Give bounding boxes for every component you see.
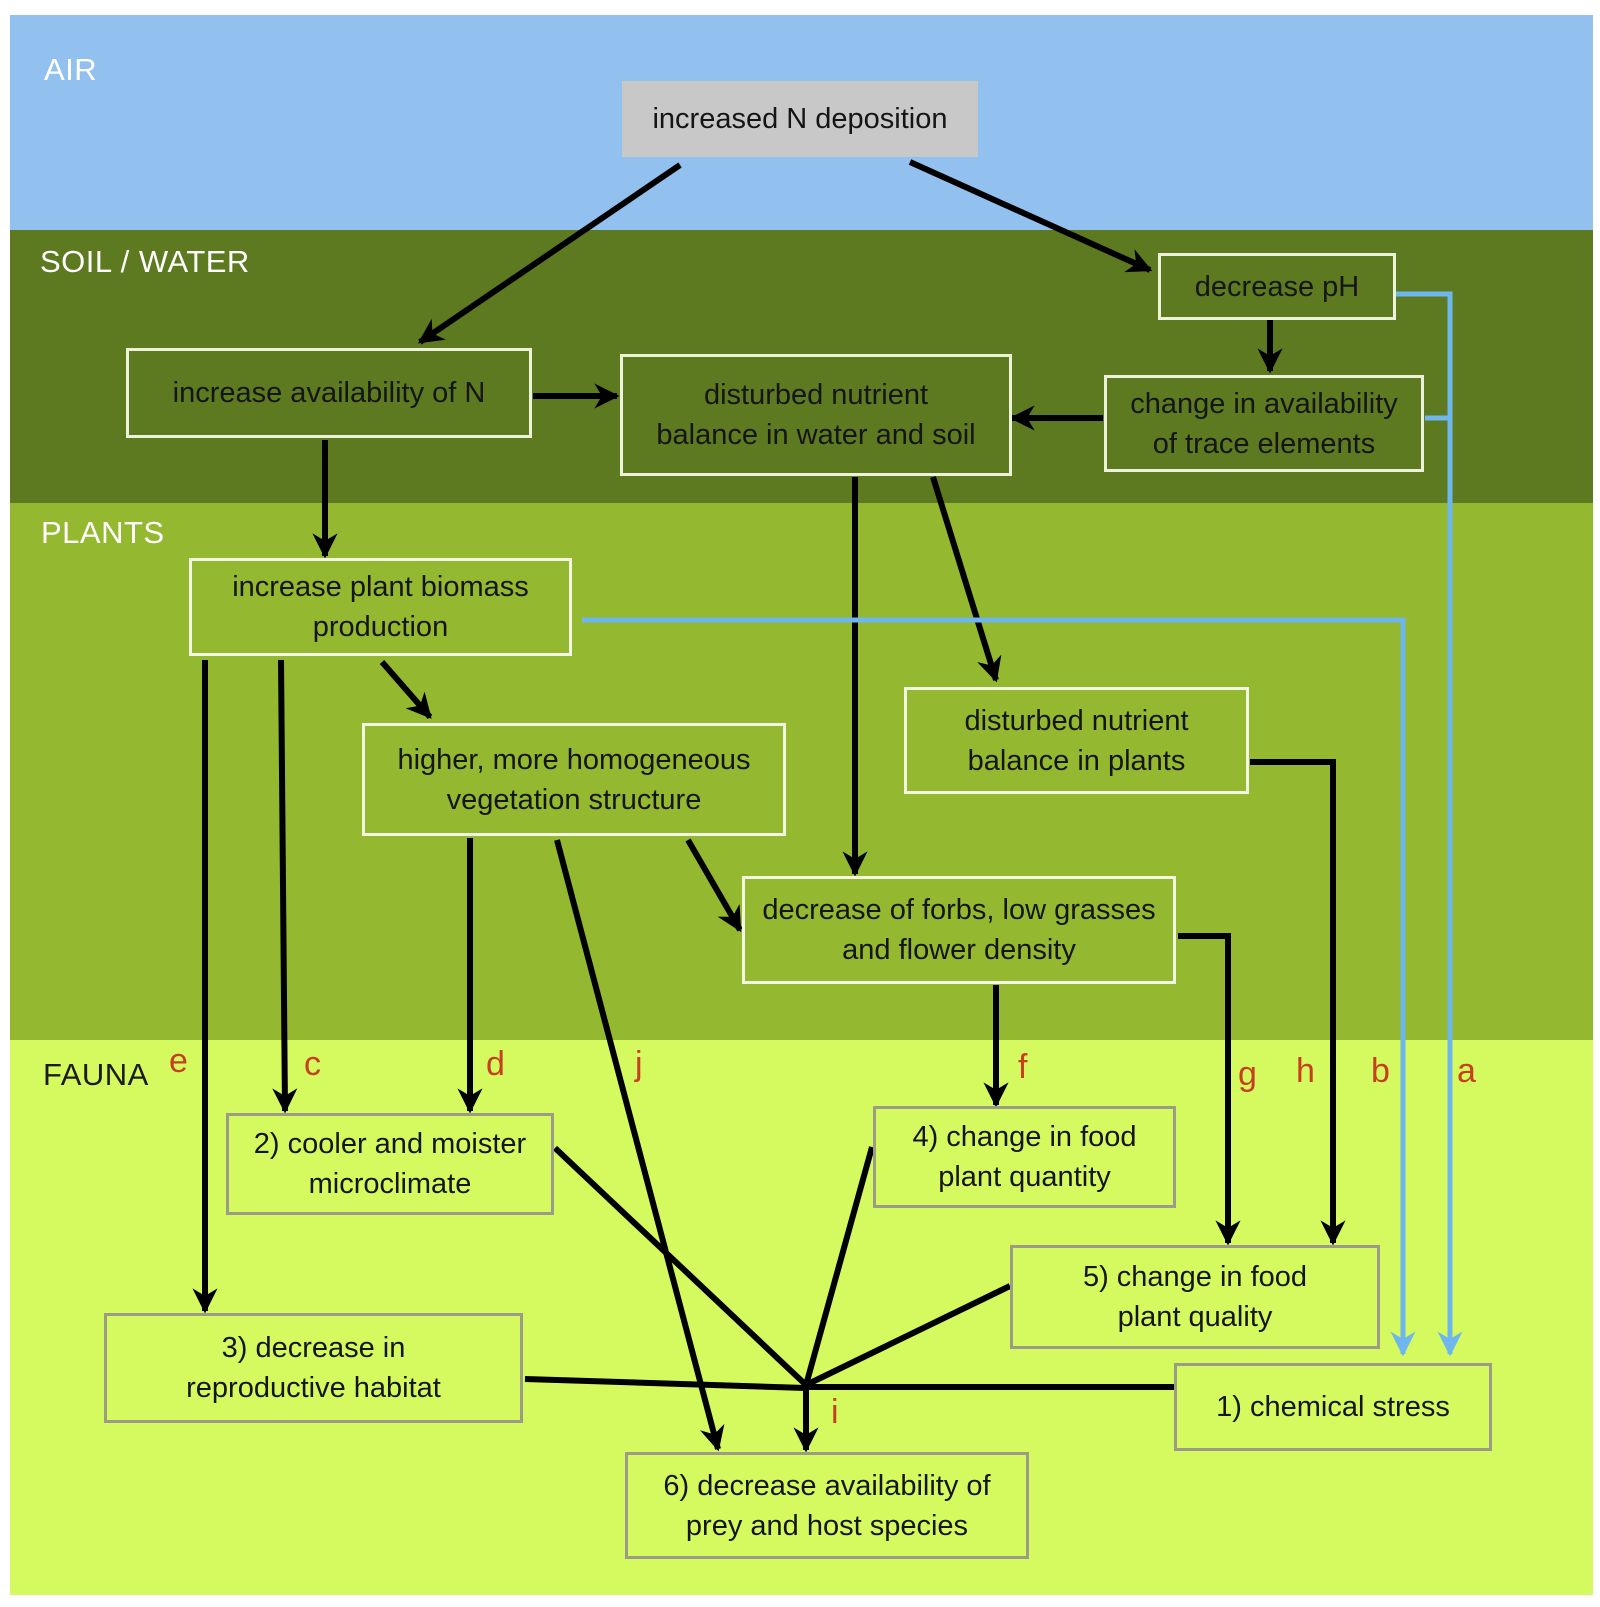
box-increased-n-deposition: increased N deposition [622, 81, 978, 157]
pathway-letter-b: b [1371, 1052, 1390, 1090]
zone-label-plants: PLANTS [41, 515, 165, 550]
pathway-letter-a: a [1457, 1052, 1476, 1090]
box-disturbed-nutrient-plants: disturbed nutrient balance in plants [904, 687, 1249, 794]
box-prey-host-species: 6) decrease availability of prey and hos… [625, 1452, 1029, 1559]
box-decrease-ph: decrease pH [1158, 253, 1396, 320]
link-reproductive-to-i [524, 1376, 807, 1391]
arrow-c [272, 659, 298, 1114]
arrow-g [1178, 933, 1241, 1246]
arrow-deposition-to-ph [908, 159, 1153, 273]
arrow-a [1394, 291, 1463, 1357]
zone-label-fauna: FAUNA [43, 1057, 149, 1092]
box-decrease-forbs: decrease of forbs, low grasses and flowe… [742, 876, 1176, 984]
box-trace-elements: change in availability of trace elements [1104, 375, 1424, 472]
box-increase-biomass: increase plant biomass production [189, 558, 572, 656]
arrow-h [1250, 759, 1346, 1246]
arrow-vegetation-to-forbs [685, 838, 743, 933]
box-food-plant-quality: 5) change in food plant quality [1010, 1245, 1380, 1349]
box-food-plant-quantity: 4) change in food plant quantity [873, 1106, 1176, 1208]
pathway-letter-c: c [304, 1045, 321, 1083]
soil-water-zone [10, 230, 1593, 503]
zone-label-air: AIR [44, 52, 98, 87]
box-microclimate: 2) cooler and moister microclimate [226, 1113, 554, 1215]
pathway-letter-e: e [169, 1042, 188, 1080]
box-chemical-stress: 1) chemical stress [1174, 1363, 1492, 1451]
pathway-letter-d: d [486, 1045, 505, 1083]
link-quality-to-i [804, 1283, 1012, 1388]
pathway-letter-g: g [1238, 1055, 1257, 1093]
link-quantity-to-i [803, 1146, 875, 1386]
zone-label-soil-water: SOIL / WATER [40, 244, 250, 279]
arrow-nutrient-soil-to-nutrient-plants [930, 476, 1002, 683]
pathway-letter-j: j [635, 1045, 643, 1083]
box-increase-availability-n: increase availability of N [126, 348, 532, 438]
box-disturbed-nutrient-soil: disturbed nutrient balance in water and … [620, 354, 1012, 476]
pathway-letter-h: h [1296, 1052, 1315, 1090]
arrow-j [554, 839, 725, 1452]
arrow-b [582, 617, 1416, 1357]
pathway-letter-f: f [1018, 1048, 1028, 1086]
link-microclimate-to-i [552, 1145, 809, 1388]
arrow-deposition-to-n [417, 162, 682, 345]
arrow-biomass-to-vegetation [379, 660, 433, 719]
box-reproductive-habitat: 3) decrease in reproductive habitat [104, 1313, 523, 1423]
box-vegetation-structure: higher, more homogeneous vegetation stru… [362, 723, 786, 836]
plants-zone [10, 503, 1593, 1040]
fauna-zone [10, 1040, 1593, 1595]
pathway-letter-i: i [831, 1393, 839, 1431]
